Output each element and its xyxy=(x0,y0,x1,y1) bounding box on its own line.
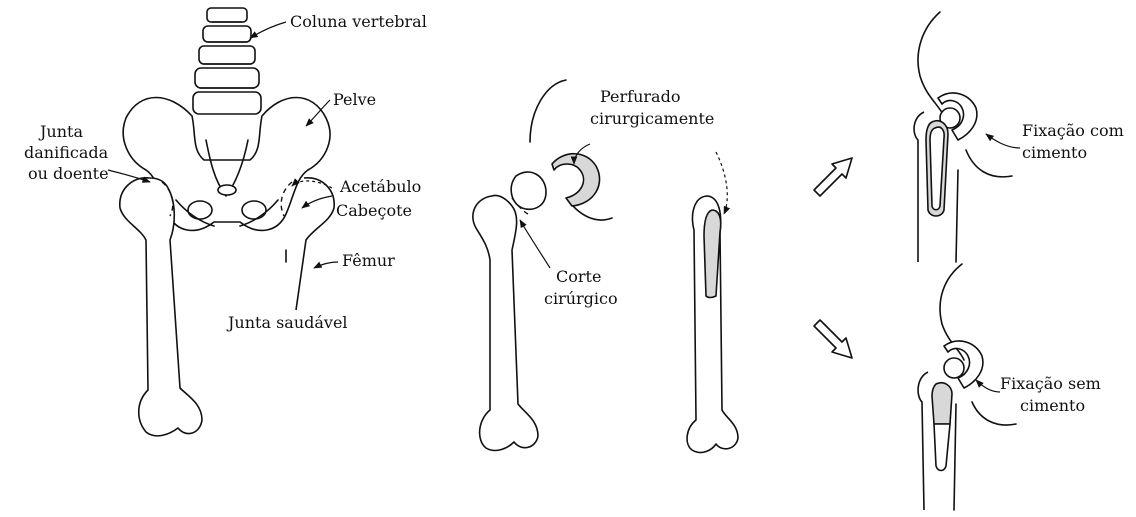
label-acetabulo: Acetábulo xyxy=(339,177,421,196)
cut-femoral-head xyxy=(511,172,546,209)
label-fix-com-line1: Fixação com xyxy=(1022,121,1124,140)
healthy-joint-illustration xyxy=(108,8,338,436)
label-fix-sem-line1: Fixação sem xyxy=(1000,374,1101,393)
label-junta-line3: ou doente xyxy=(28,164,109,183)
outcome-arrows xyxy=(814,158,852,358)
label-corte-line2: cirúrgico xyxy=(544,289,618,308)
label-femur: Fêmur xyxy=(342,251,395,270)
label-pelve: Pelve xyxy=(333,90,376,109)
label-cabecote: Cabeçote xyxy=(336,201,412,220)
porous-coating xyxy=(932,383,952,424)
surgery-illustration xyxy=(473,80,738,452)
vertebral-column xyxy=(193,8,261,114)
label-corte-line1: Corte xyxy=(556,267,601,286)
arrow-down-right-icon xyxy=(814,320,852,358)
femoral-stem-uncemented xyxy=(934,424,950,471)
cemented-fixation-illustration xyxy=(914,12,1012,262)
label-fix-sem-line2: cimento xyxy=(1020,396,1085,415)
label-coluna-vertebral: Coluna vertebral xyxy=(290,12,427,31)
drilled-acetabulum xyxy=(552,154,600,206)
label-junta-saudavel: Junta saudável xyxy=(226,313,348,332)
label-perfurado-line2: cirurgicamente xyxy=(590,109,714,128)
label-fix-com-line2: cimento xyxy=(1022,143,1087,162)
label-junta-line1: Junta xyxy=(38,122,83,141)
label-junta-line2: danificada xyxy=(24,143,109,162)
label-perfurado-line1: Perfurado xyxy=(600,87,680,106)
arrow-up-right-icon xyxy=(814,158,852,196)
